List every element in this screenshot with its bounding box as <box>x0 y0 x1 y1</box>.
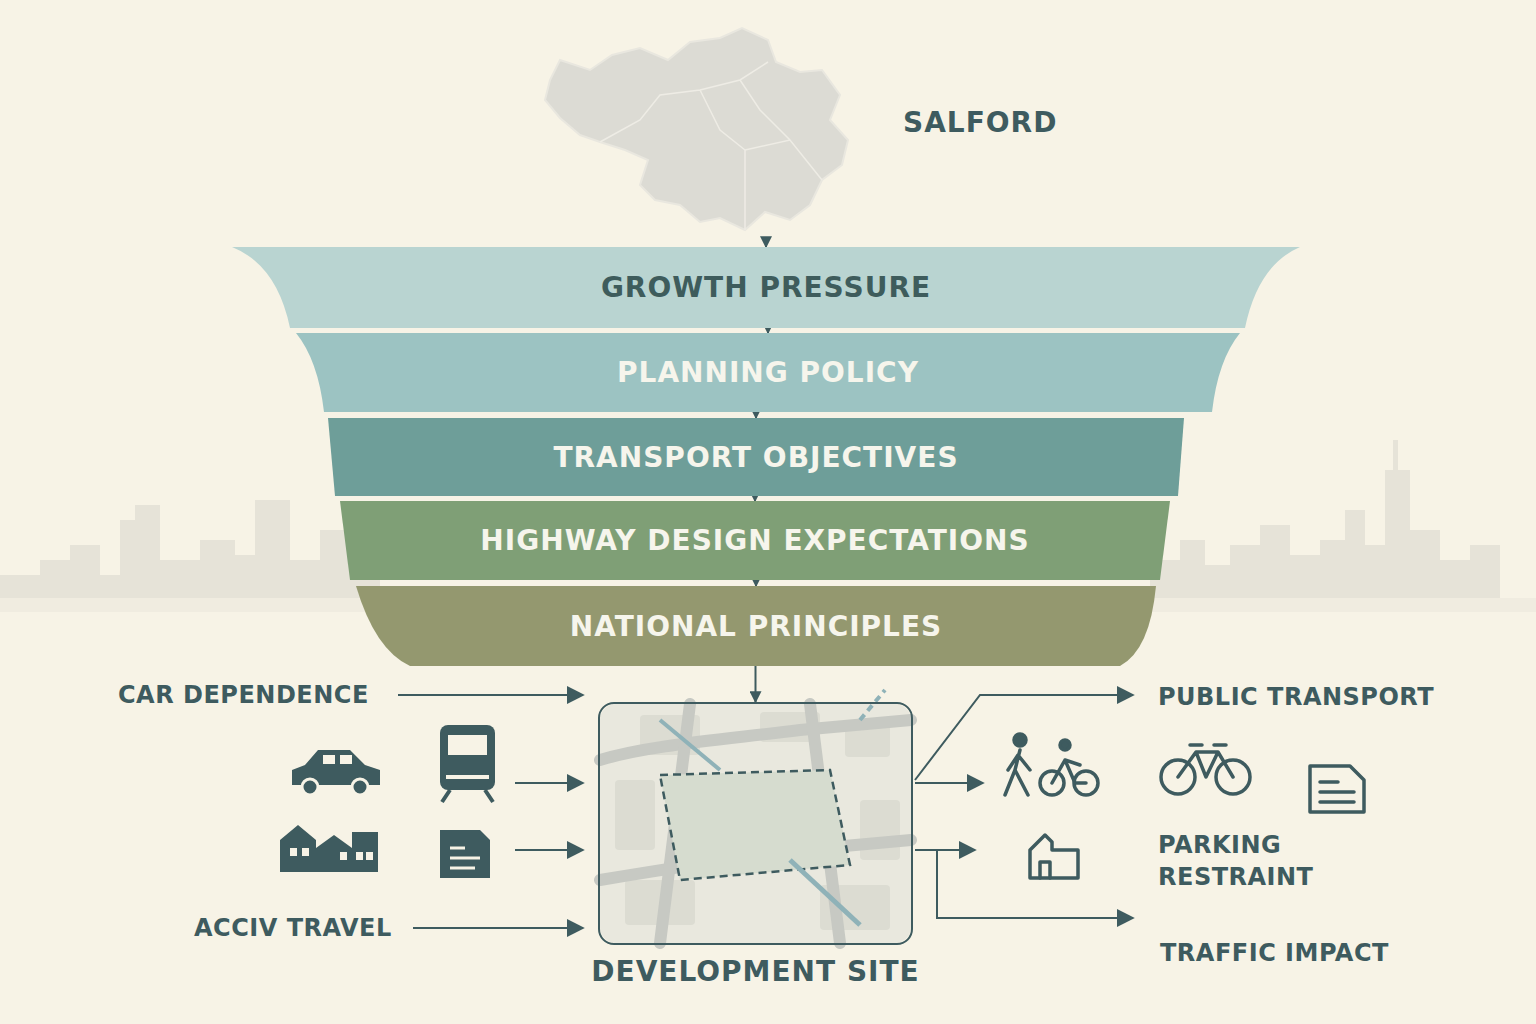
funnel-band: HIGHWAY DESIGN EXPECTATIONS <box>340 501 1170 580</box>
band-fill <box>356 586 1156 666</box>
band-fill <box>328 418 1184 496</box>
band-fill <box>340 501 1170 580</box>
annotation-label: TRAFFIC IMPACT <box>1160 937 1430 969</box>
site-map <box>600 690 911 943</box>
annotation-label: CAR DEPENDENCE <box>118 679 398 711</box>
funnel-band: TRANSPORT OBJECTIVES <box>328 418 1184 496</box>
site-box: DEVELOPMENT SITE <box>598 702 913 945</box>
map-borders <box>600 62 822 230</box>
band-label: PLANNING POLICY <box>617 356 919 389</box>
annotation-label: PUBLIC TRANSPORT <box>1158 681 1458 713</box>
band-fill <box>296 333 1240 412</box>
skyline <box>0 440 1500 600</box>
flow-arrow <box>755 666 757 702</box>
flow-arrow <box>755 580 757 586</box>
band-label: HIGHWAY DESIGN EXPECTATIONS <box>480 524 1029 557</box>
band-fill <box>232 247 1300 328</box>
leader-arrows <box>398 695 1133 928</box>
map-title: SALFORD <box>903 106 1057 139</box>
flow-arrow <box>754 496 756 501</box>
band-label: TRANSPORT OBJECTIVES <box>553 441 958 474</box>
band-label: GROWTH PRESSURE <box>601 271 931 304</box>
map-outline <box>545 28 848 230</box>
annotation-label: ACCIV TRAVEL <box>194 912 409 944</box>
funnel-band: GROWTH PRESSURE <box>232 247 1300 328</box>
map-region: SALFORD <box>540 28 850 240</box>
funnel-band: PLANNING POLICY <box>296 333 1240 412</box>
map-shape <box>540 28 850 240</box>
flow-arrow <box>755 412 757 418</box>
icons-left <box>280 725 495 878</box>
site-heading: DEVELOPMENT SITE <box>591 955 919 988</box>
funnel-band: NATIONAL PRINCIPLES <box>356 586 1156 666</box>
band-label: NATIONAL PRINCIPLES <box>570 610 943 643</box>
flow-arrow <box>765 240 767 247</box>
flow-arrow <box>767 328 769 333</box>
annotation-label: PARKING RESTRAINT <box>1158 829 1358 893</box>
